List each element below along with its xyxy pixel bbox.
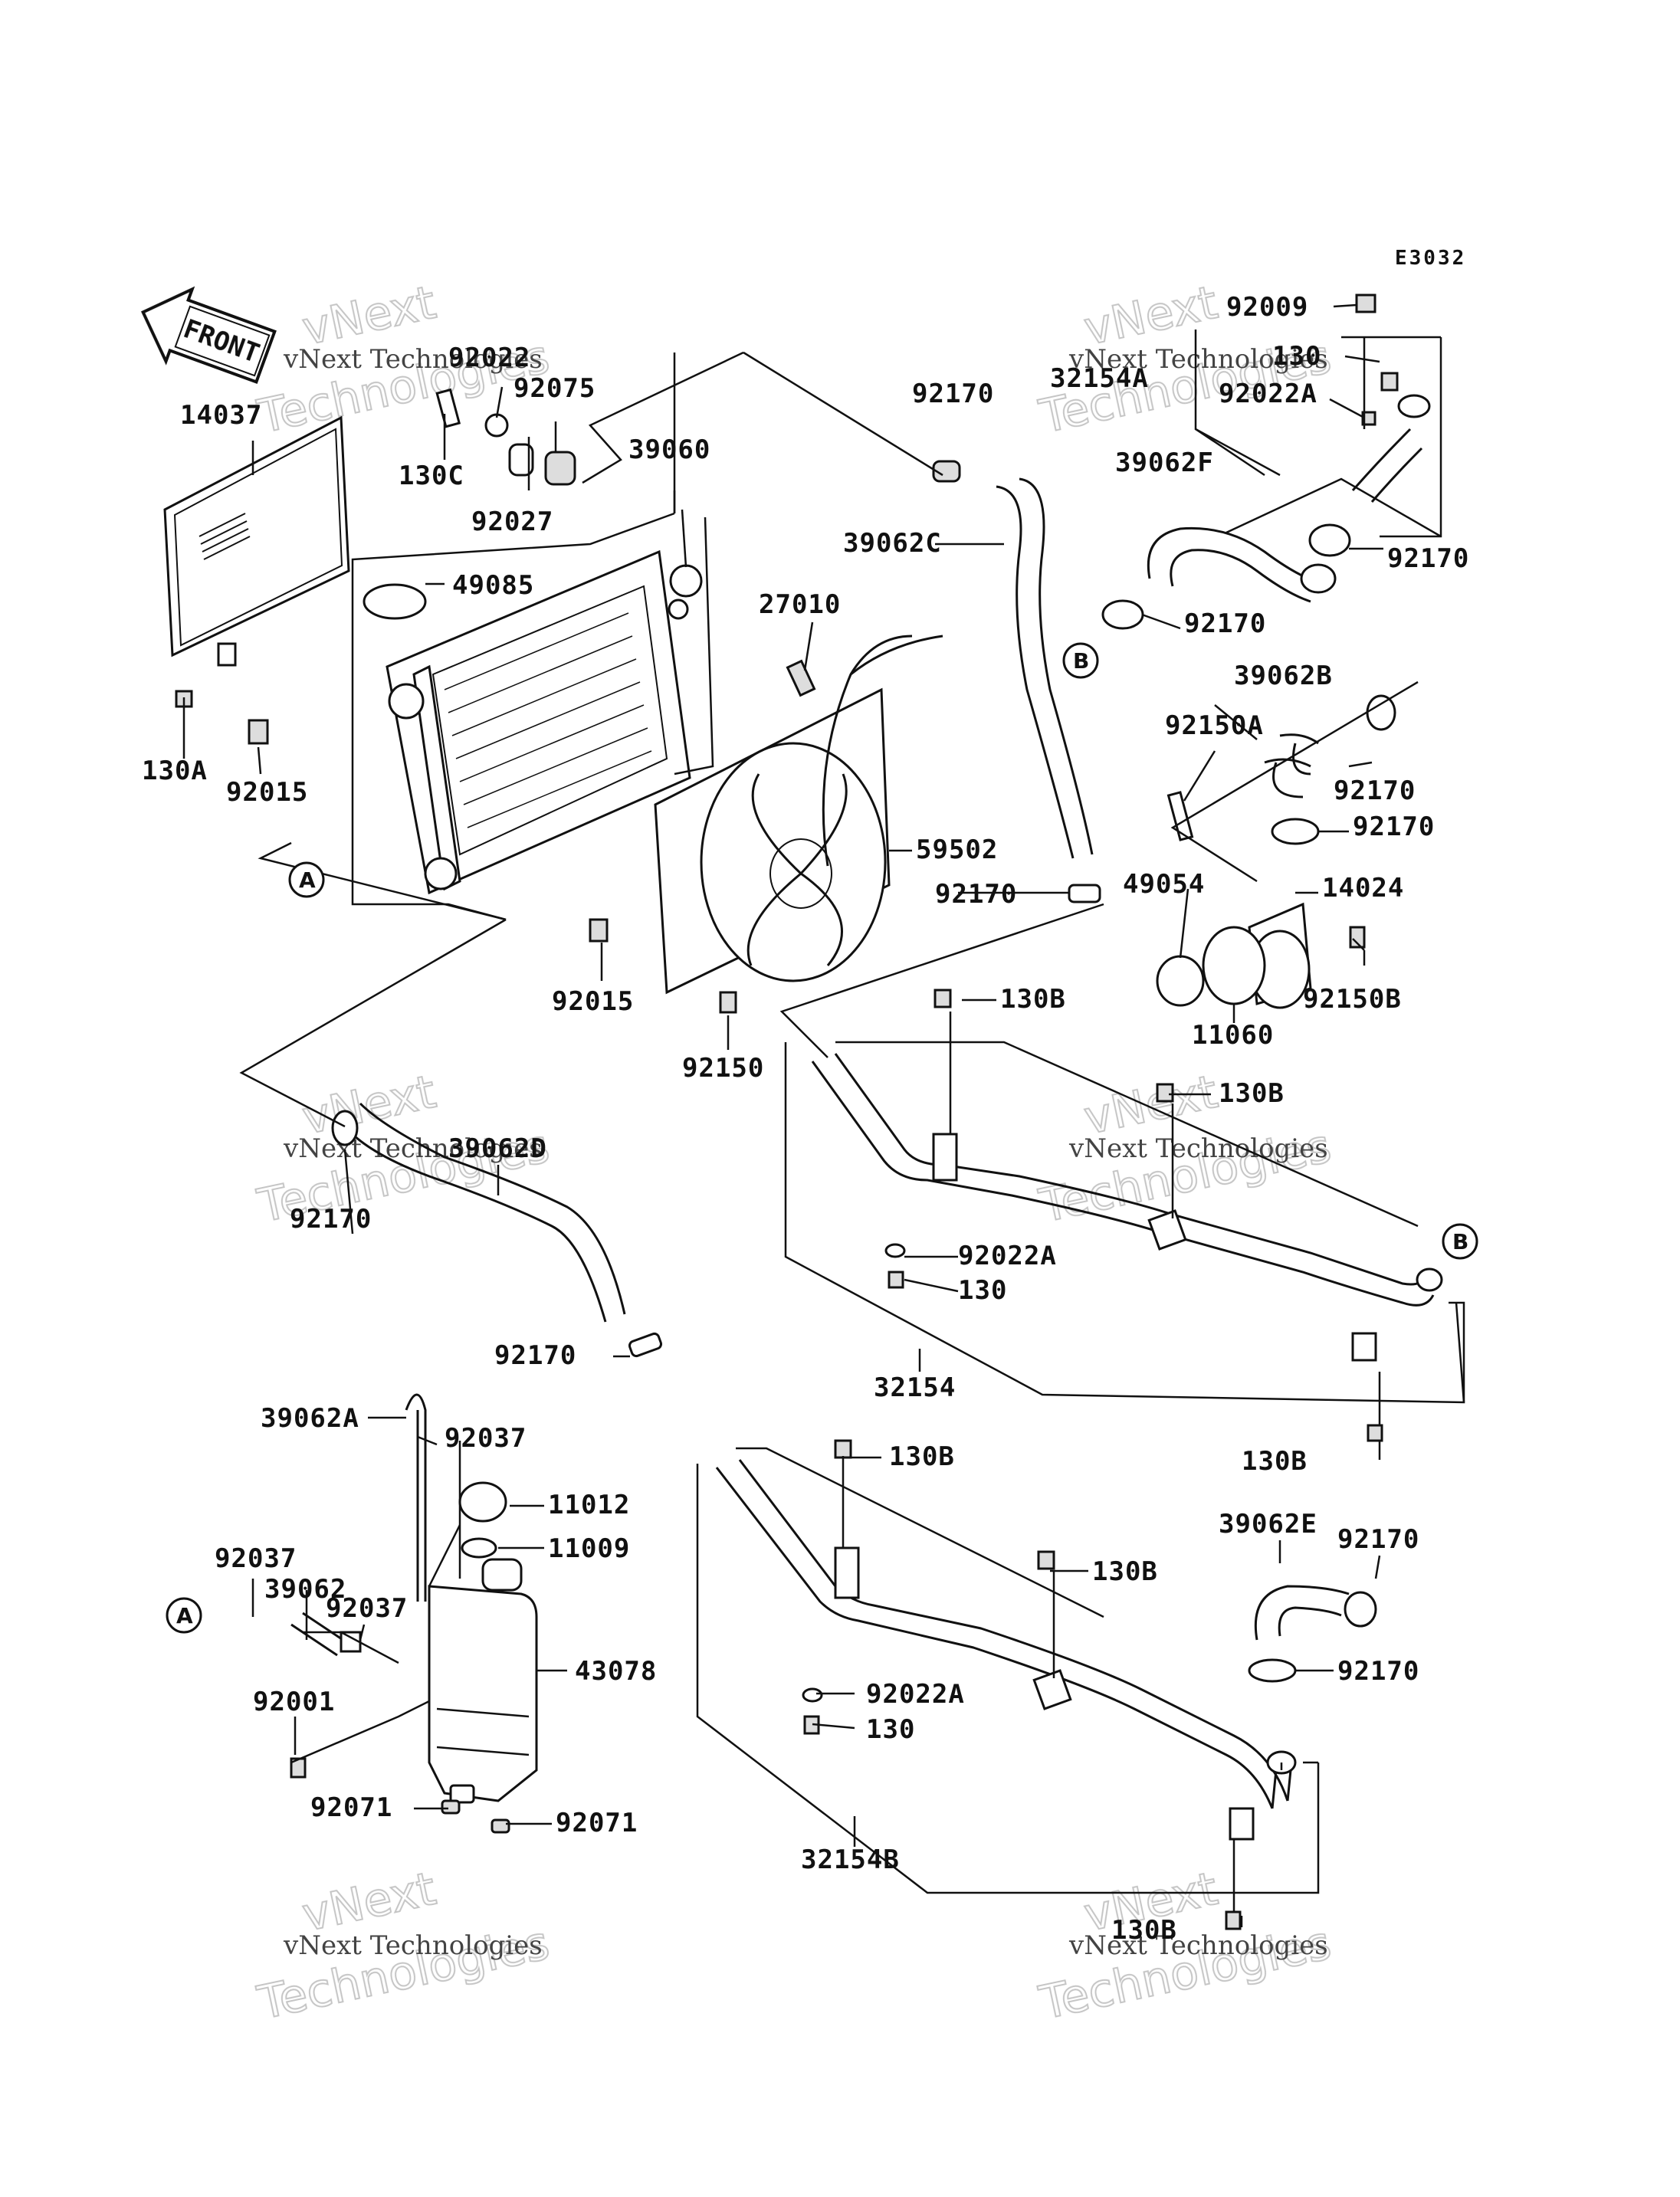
- part-label: 92022A: [866, 1679, 965, 1710]
- part-label: 92015: [226, 777, 308, 808]
- part-label: 39062: [264, 1574, 346, 1605]
- part-label: 39062D: [448, 1133, 547, 1164]
- watermark-vnext-technologies: vNext Technologies: [283, 1133, 543, 1164]
- radiator-small-parts: [435, 388, 816, 1014]
- part-label: 39062C: [843, 528, 942, 559]
- hose-39062e: [1248, 1585, 1377, 1683]
- part-label: 130A: [142, 756, 208, 786]
- part-label: 92170: [1337, 1656, 1419, 1687]
- part-label: 92022: [448, 343, 530, 373]
- part-label: 32154B: [801, 1844, 900, 1875]
- diagram-code: E3032: [1395, 247, 1466, 270]
- part-label: 39062E: [1219, 1509, 1317, 1540]
- part-label: 92001: [253, 1687, 335, 1717]
- part-label: 43078: [575, 1656, 657, 1687]
- part-label: 49085: [452, 570, 534, 601]
- part-label: 92027: [471, 507, 553, 537]
- part-label: 11009: [548, 1533, 630, 1564]
- part-label: 11060: [1192, 1020, 1274, 1051]
- part-label: 39062B: [1234, 661, 1333, 691]
- part-label: 92022A: [1219, 379, 1317, 409]
- hose-clamp: [932, 460, 961, 483]
- part-label: 92015: [552, 986, 634, 1017]
- part-label: 92170: [494, 1340, 576, 1371]
- part-label: 92170: [912, 379, 994, 409]
- pipe-32154b: [715, 1439, 1297, 1930]
- part-label: 92150B: [1303, 984, 1402, 1015]
- ref-marker-a: A: [166, 1597, 202, 1634]
- watermark-vnext-technologies: vNext Technologies: [1068, 1930, 1328, 1961]
- part-label: 92170: [1334, 776, 1416, 806]
- front-arrow-icon: FRONT: [140, 286, 277, 384]
- part-label: 92075: [514, 373, 596, 404]
- ref-marker-b: B: [1062, 642, 1099, 679]
- part-label: 92170: [1337, 1524, 1419, 1555]
- part-label: 92170: [1387, 543, 1469, 574]
- part-label: 49054: [1123, 869, 1205, 900]
- svg-text:B: B: [1073, 648, 1089, 674]
- part-label: 11012: [548, 1490, 630, 1520]
- pipe-32154: [811, 989, 1443, 1442]
- watermark-vnext-technologies: vNext Technologies: [283, 1930, 543, 1961]
- radiator-screen: [163, 415, 350, 745]
- ref-marker-b: B: [1442, 1223, 1478, 1260]
- part-label: 92037: [215, 1543, 297, 1574]
- thermostat-housing: [1156, 902, 1366, 1009]
- part-label: 130: [1272, 341, 1321, 372]
- part-label: 130: [866, 1714, 915, 1745]
- part-label: 92150: [682, 1053, 764, 1084]
- part-label: 92009: [1226, 292, 1308, 323]
- part-label: 130: [958, 1275, 1007, 1306]
- part-label: 14037: [180, 400, 262, 431]
- part-label: 39062F: [1115, 448, 1214, 478]
- reserve-tank: [290, 1393, 538, 1834]
- part-label: 14024: [1322, 873, 1404, 903]
- part-label: 92170: [1353, 812, 1435, 842]
- part-label: 130B: [889, 1441, 955, 1472]
- part-label: 92170: [1184, 608, 1266, 639]
- part-label: 32154A: [1050, 363, 1149, 394]
- part-labels: 92009 130 32154A 92022A 92022 92075 1403…: [142, 292, 1469, 1946]
- watermark-vnext-technologies: vNext Technologies: [283, 344, 543, 375]
- watermark-vnext-technologies: vNext Technologies: [1068, 344, 1328, 375]
- svg-text:B: B: [1452, 1229, 1468, 1254]
- part-label: 130B: [1219, 1078, 1285, 1109]
- hose-clamp: [1068, 884, 1101, 903]
- part-label: 130B: [1000, 984, 1066, 1015]
- part-label: 27010: [759, 589, 841, 620]
- part-label: 39060: [628, 434, 710, 465]
- leader-lines: [239, 330, 1465, 1912]
- svg-text:A: A: [299, 867, 316, 893]
- part-label: 92170: [290, 1204, 372, 1235]
- svg-text:A: A: [176, 1603, 193, 1628]
- part-label: 130B: [1092, 1556, 1158, 1587]
- part-label: 92022A: [958, 1241, 1057, 1271]
- part-label: 32154: [874, 1372, 956, 1403]
- part-label: 59502: [916, 835, 998, 865]
- cooling-fan: [654, 635, 943, 995]
- hose-39062c: [996, 477, 1094, 859]
- watermark-vnext-technologies: vNext Technologies: [1068, 1133, 1328, 1164]
- part-label: 92071: [556, 1808, 638, 1838]
- part-label: 130C: [399, 461, 464, 491]
- part-label: 92037: [445, 1423, 527, 1454]
- hose-39062d: [331, 1102, 663, 1358]
- part-label: 39062A: [261, 1403, 359, 1434]
- part-label: 92071: [310, 1792, 392, 1823]
- radiator: [363, 549, 703, 895]
- part-label: 130B: [1111, 1915, 1177, 1946]
- label-leaders: [182, 303, 1383, 1927]
- ref-marker-a: A: [288, 861, 325, 898]
- part-label: 130B: [1242, 1446, 1308, 1477]
- part-label: 92150A: [1165, 710, 1264, 741]
- part-label: 92037: [326, 1593, 408, 1624]
- part-label: 92170: [935, 879, 1017, 910]
